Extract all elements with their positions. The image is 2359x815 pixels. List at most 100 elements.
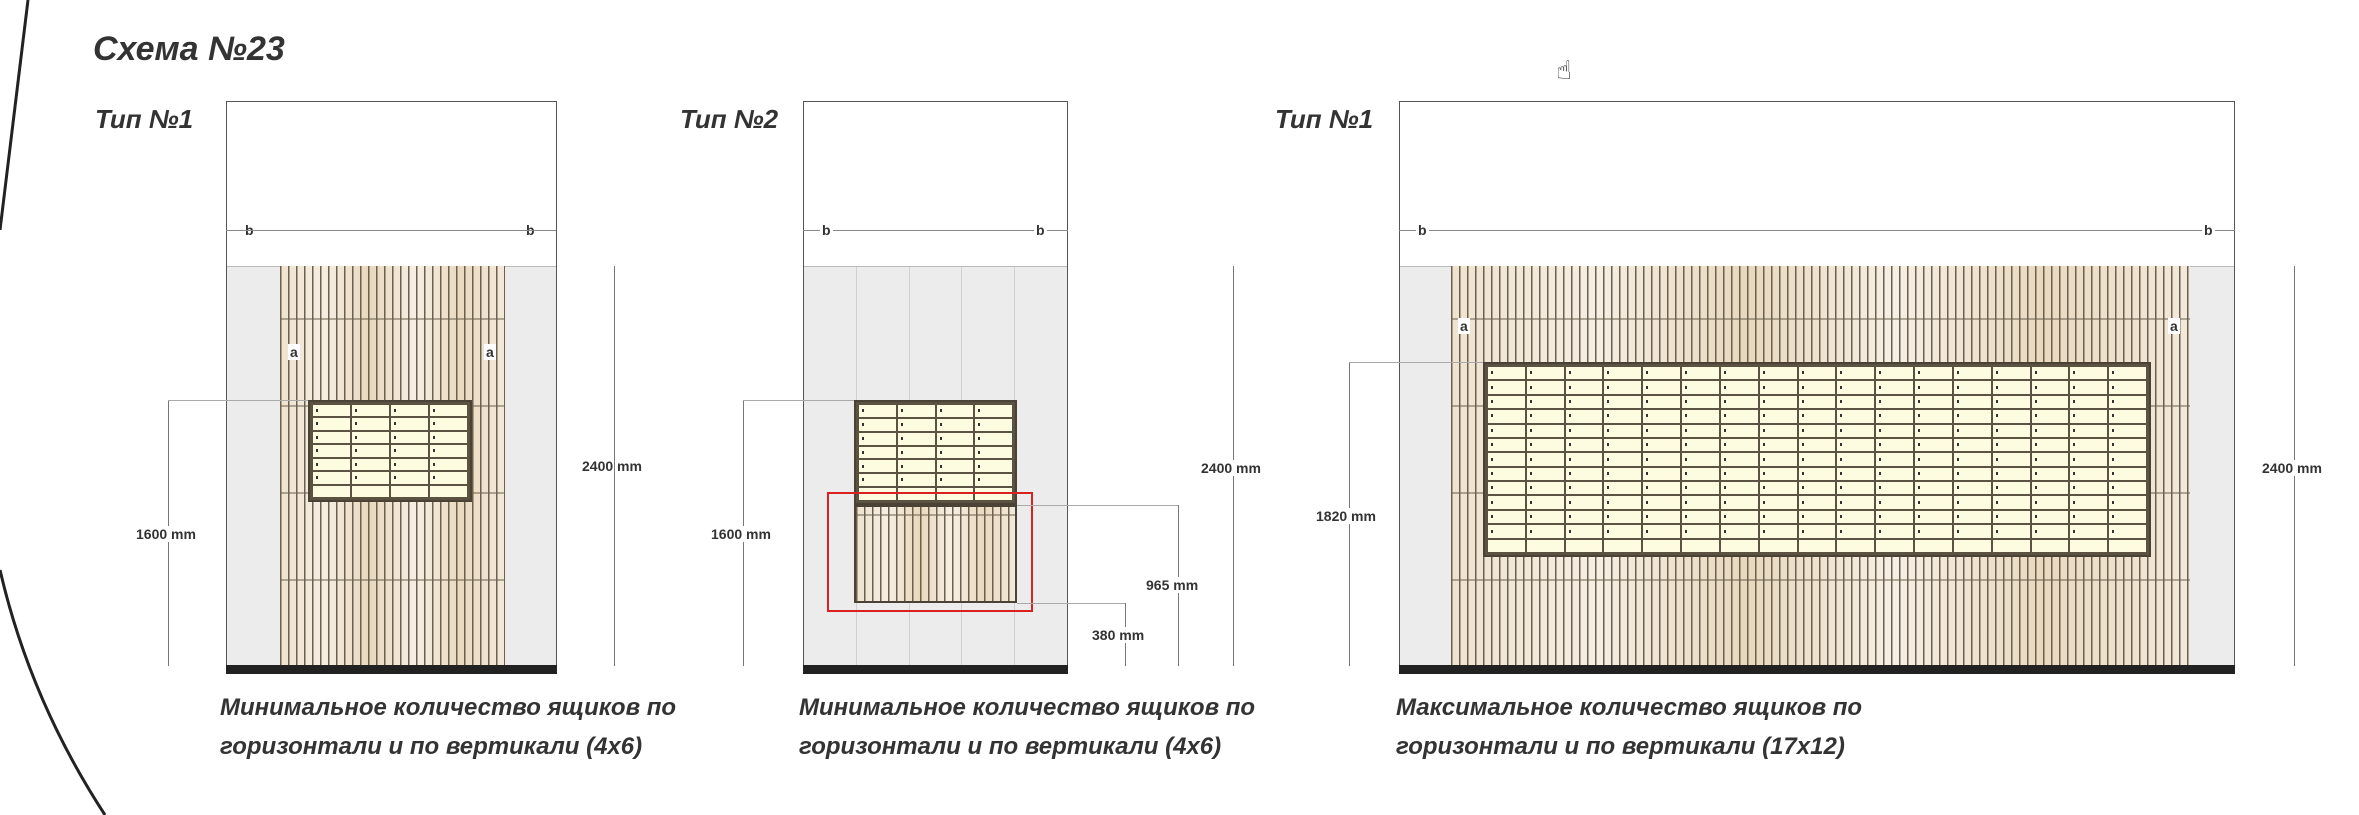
- mailbox-cell: [975, 405, 1012, 417]
- mailbox-cell: [1526, 496, 1564, 509]
- mailbox-cell: [2070, 438, 2108, 452]
- mailbox-cell: [1643, 525, 1681, 538]
- mailbox-cell: [1682, 525, 1719, 538]
- mailbox-cell: [1604, 453, 1642, 466]
- mailbox-cell: [1643, 424, 1681, 437]
- mailbox-cell: [1720, 367, 1758, 380]
- mailbox-cell: [1798, 367, 1836, 380]
- mailbox-cell: [1798, 496, 1836, 509]
- caption: Максимальное количество ящиков по горизо…: [1396, 688, 1862, 766]
- mailbox-cell: [1953, 438, 1991, 452]
- mailbox-cell: [1526, 410, 1564, 423]
- mailbox-cell: [1682, 381, 1719, 394]
- mailbox-cell: [1915, 482, 1952, 495]
- mailbox-cell: [1915, 424, 1952, 437]
- mailbox-cell: [897, 474, 935, 487]
- dim-ext-line: [1017, 603, 1125, 604]
- mailbox-cell: [2070, 424, 2108, 437]
- mailbox-cell: [1953, 482, 1991, 495]
- mailbox-cell: [975, 446, 1012, 459]
- dim-mount-height: 1820 mm: [1316, 508, 1376, 524]
- mailbox-cell: [1759, 525, 1797, 538]
- mailbox-cell: [1876, 410, 1914, 423]
- mailbox-cell: [391, 431, 428, 444]
- mailbox-cell: [1565, 424, 1603, 437]
- mailbox-cell: [1953, 467, 1991, 481]
- dim-mount-height: 1600 mm: [711, 526, 771, 542]
- mailbox-cell: [1837, 424, 1875, 437]
- mailbox-cell: [1953, 395, 1991, 409]
- mailbox-cell: [2109, 510, 2146, 524]
- mailbox-cell: [2031, 467, 2069, 481]
- dim-line-b: [1399, 230, 2235, 231]
- mailbox-cell: [2031, 381, 2069, 394]
- mailbox-cell: [1682, 424, 1719, 437]
- mailbox-cell: [1915, 395, 1952, 409]
- mailbox-cell: [1720, 438, 1758, 452]
- mailbox-cell: [859, 474, 896, 487]
- mailbox-cell: [1682, 410, 1719, 423]
- mailbox-cell: [1837, 438, 1875, 452]
- mailbox-cell: [1876, 510, 1914, 524]
- mailbox-cell: [1488, 467, 1525, 481]
- mailbox-cell: [1953, 424, 1991, 437]
- mailbox-cell: [1682, 467, 1719, 481]
- mailbox-cell: [2031, 525, 2069, 538]
- mailbox-cell: [2109, 410, 2146, 423]
- mailbox-cell: [430, 485, 467, 497]
- mailbox-cell: [2109, 539, 2146, 552]
- mailbox-cell: [1604, 438, 1642, 452]
- mailbox-cell: [1953, 410, 1991, 423]
- mailbox-cell: [1837, 395, 1875, 409]
- mailbox-cell: [1488, 496, 1525, 509]
- mailbox-cell: [897, 446, 935, 459]
- mailbox-cell: [1798, 525, 1836, 538]
- mailbox-cell: [1488, 510, 1525, 524]
- mailbox-cell: [430, 405, 467, 417]
- mailbox-cell: [2031, 510, 2069, 524]
- mailbox-cell: [1798, 510, 1836, 524]
- dim-b-right: b: [1034, 222, 1047, 238]
- mailbox-cell: [313, 472, 350, 484]
- floor-base: [803, 665, 1068, 674]
- mailbox-cell: [1643, 496, 1681, 509]
- mailbox-cell: [1837, 482, 1875, 495]
- mailbox-cell: [1915, 539, 1952, 552]
- caption: Минимальное количество ящиков по горизон…: [220, 688, 676, 766]
- caption: Минимальное количество ящиков по горизон…: [799, 688, 1255, 766]
- mailbox-cell: [1992, 467, 2030, 481]
- mailbox-cell: [1720, 482, 1758, 495]
- dim-height-total: 2400 mm: [1201, 460, 1261, 476]
- mailbox-cell: [1565, 381, 1603, 394]
- mailbox-cell: [2109, 381, 2146, 394]
- mailbox-cell: [1720, 510, 1758, 524]
- mailbox-cell: [1488, 410, 1525, 423]
- mailbox-cell: [859, 446, 896, 459]
- mailbox-cell: [859, 418, 896, 431]
- mailbox-cell: [1604, 424, 1642, 437]
- mailbox-cell: [1526, 395, 1564, 409]
- mailbox-cell: [1682, 367, 1719, 380]
- mailbox-cell: [1488, 424, 1525, 437]
- mailbox-cell: [1837, 410, 1875, 423]
- mailbox-cell: [1682, 453, 1719, 466]
- mailbox-cell: [2070, 410, 2108, 423]
- mailbox-cell: [1720, 410, 1758, 423]
- mailbox-cell: [313, 431, 350, 444]
- mailbox-cell: [1915, 381, 1952, 394]
- mailbox-cell: [1565, 438, 1603, 452]
- mailbox-cell: [1759, 367, 1797, 380]
- mailbox-cell: [859, 405, 896, 417]
- mailbox-cell: [1837, 467, 1875, 481]
- mailbox-cell: [391, 485, 428, 497]
- mailbox-cell: [1488, 525, 1525, 538]
- mailbox-cell: [1565, 525, 1603, 538]
- mailbox-cell: [1992, 424, 2030, 437]
- dim-floor-gap: 380 mm: [1092, 627, 1145, 643]
- mailbox-cell: [936, 488, 974, 500]
- mailbox-cell: [1604, 496, 1642, 509]
- mailbox-cell: [391, 458, 428, 471]
- mailbox-cell: [1488, 367, 1525, 380]
- mailbox-cell: [1643, 539, 1681, 552]
